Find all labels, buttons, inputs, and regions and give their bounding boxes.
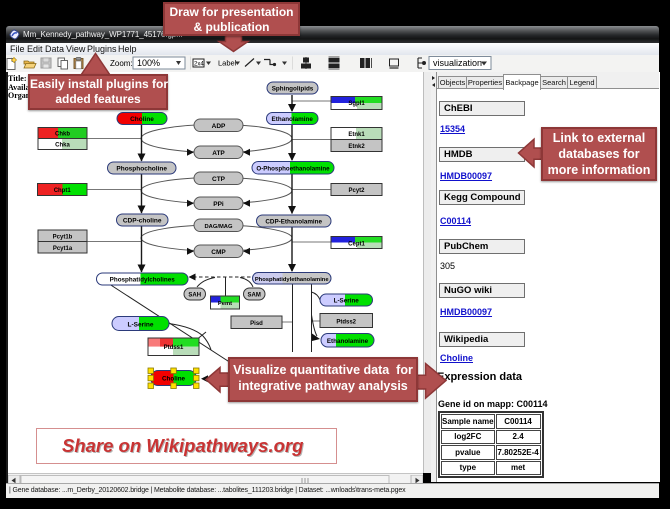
svg-text:100%: 100% [137, 58, 160, 68]
svg-text:Ethanolamine: Ethanolamine [272, 116, 314, 123]
svg-text:Etnk1: Etnk1 [348, 132, 365, 138]
svg-text:Etnk2: Etnk2 [348, 144, 365, 150]
svg-text:CDP-choline: CDP-choline [123, 218, 162, 225]
svg-text:Sphingolipids: Sphingolipids [272, 86, 314, 93]
svg-text:Choline: Choline [130, 116, 154, 123]
svg-text:Chpt1: Chpt1 [54, 188, 72, 194]
svg-text:CTP: CTP [212, 176, 226, 183]
svg-text:ADP: ADP [212, 123, 226, 130]
svg-text:Chkb: Chkb [55, 132, 70, 138]
svg-text:Pemt: Pemt [218, 301, 232, 307]
svg-text:Zoom:: Zoom: [110, 59, 133, 68]
svg-text:Label: Label [218, 59, 237, 68]
svg-text:SAH: SAH [188, 293, 201, 299]
svg-text:L-Serine: L-Serine [334, 298, 360, 305]
svg-text:Phosphocholine: Phosphocholine [116, 166, 167, 173]
svg-text:Chka: Chka [55, 143, 70, 149]
svg-text:Pcyt1b: Pcyt1b [53, 234, 73, 240]
svg-text:Sgpl1: Sgpl1 [348, 101, 365, 107]
svg-text:Ptdss2: Ptdss2 [336, 319, 356, 325]
svg-text:Phosphatidylethanolamine: Phosphatidylethanolamine [255, 277, 330, 283]
svg-text:Cept1: Cept1 [348, 241, 365, 247]
svg-text:ATP: ATP [212, 150, 225, 157]
svg-text:CDP-Ethanolamine: CDP-Ethanolamine [265, 219, 322, 226]
svg-text:Ethanolamine: Ethanolamine [327, 338, 369, 345]
svg-text:Pcyt2: Pcyt2 [348, 188, 365, 194]
svg-text:Ptdss1: Ptdss1 [164, 345, 184, 351]
svg-text:Choline: Choline [162, 376, 186, 383]
svg-text:PPi: PPi [213, 201, 224, 208]
svg-text:Pisd: Pisd [250, 321, 263, 327]
svg-text:Phosphatidylcholines: Phosphatidylcholines [110, 277, 176, 284]
svg-text:CMP: CMP [211, 249, 226, 256]
svg-text:2x4: 2x4 [194, 62, 204, 68]
svg-text:SAM: SAM [248, 293, 261, 299]
svg-text:L-Serine: L-Serine [127, 321, 153, 328]
svg-text:Pcyt1a: Pcyt1a [53, 246, 73, 252]
svg-text:visualization: visualization [433, 58, 482, 68]
svg-text:O-Phosphoethanolamine: O-Phosphoethanolamine [256, 165, 330, 172]
svg-text:DAG/MAG: DAG/MAG [204, 224, 233, 230]
